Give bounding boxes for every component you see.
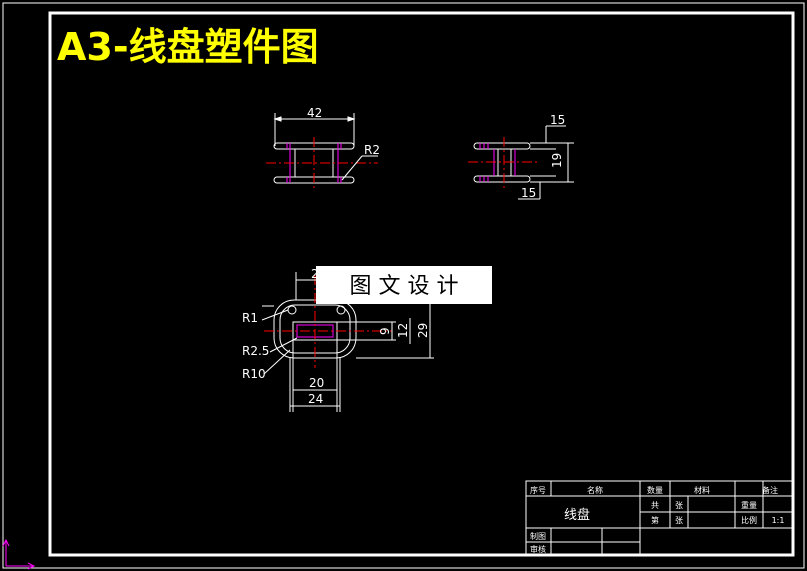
tb-quantity: 数量 — [647, 485, 663, 495]
plan-dim-r25: R2.5 — [242, 344, 269, 358]
plan-view — [261, 272, 434, 412]
front-view — [266, 113, 378, 190]
inner-border — [48, 11, 795, 557]
tb-checked: 审核 — [530, 544, 546, 554]
tb-name: 名称 — [587, 485, 603, 495]
tb-material: 材料 — [694, 485, 710, 495]
tb-remarks: 备注 — [762, 485, 778, 495]
drawing-title: A3-线盘塑件图 — [57, 25, 319, 69]
tb-sheet-no: 张 — [675, 516, 683, 525]
front-dim-r2: R2 — [364, 143, 380, 157]
tb-total: 共 — [651, 501, 659, 510]
ucs-icon — [2, 538, 36, 570]
plan-dim-20: 20 — [309, 376, 324, 390]
plan-dim-r1: R1 — [242, 311, 258, 325]
tb-scale: 比例 — [741, 515, 757, 525]
plan-dim-r10: R10 — [242, 367, 266, 381]
side-dim-15-top: 15 — [550, 113, 565, 127]
watermark-box — [316, 266, 492, 304]
tb-first: 第 — [651, 515, 659, 525]
tb-scale-value: 1:1 — [772, 516, 785, 525]
plan-dim-9: 9 — [378, 327, 392, 335]
side-dim-15-bottom: 15 — [521, 186, 536, 200]
plan-dim-12: 12 — [396, 323, 410, 338]
tb-mass: 重量 — [741, 500, 757, 510]
plan-dim-24: 24 — [308, 392, 323, 406]
side-dim-19: 19 — [550, 153, 564, 168]
side-view — [468, 125, 574, 200]
watermark-text: 图 文 设 计 — [350, 274, 459, 299]
front-dim-42: 42 — [307, 106, 322, 120]
title-block — [525, 480, 794, 556]
tb-part-name: 线盘 — [564, 507, 590, 523]
plan-dim-2: 2 — [311, 267, 319, 281]
plan-dim-29: 29 — [416, 323, 430, 338]
tb-sheet: 张 — [675, 501, 683, 510]
tb-drawn: 制图 — [530, 531, 546, 541]
tb-seq-no: 序号 — [530, 485, 546, 495]
